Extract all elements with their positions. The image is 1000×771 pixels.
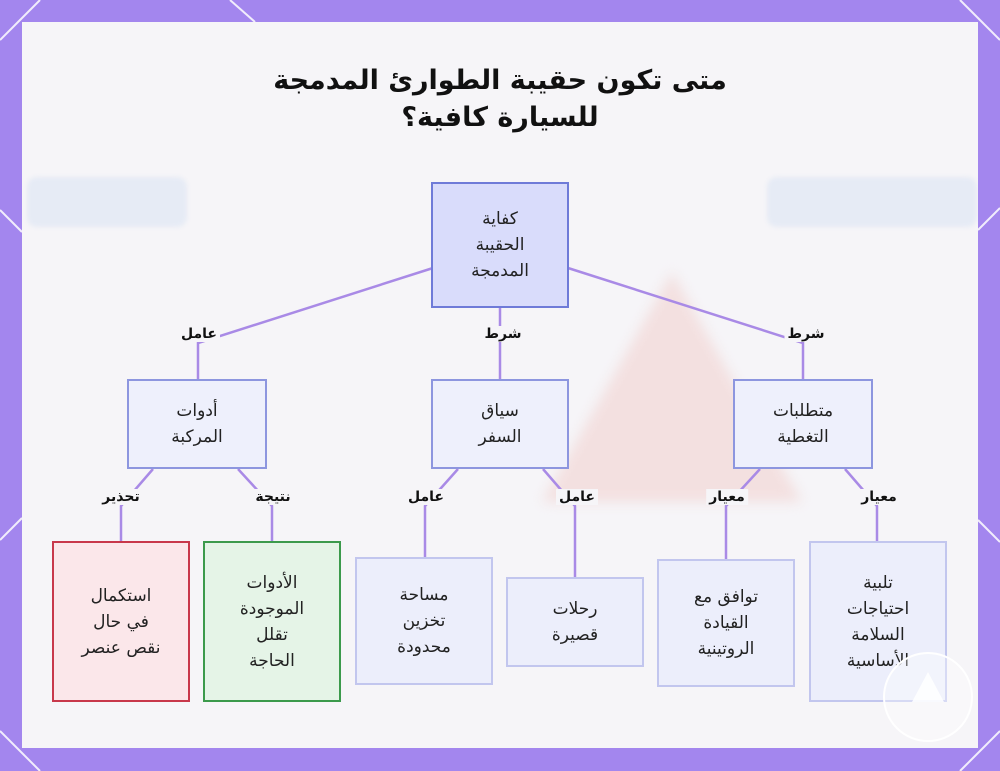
edge-label: نتيجة	[252, 489, 294, 505]
brand-logo-icon	[883, 652, 973, 742]
title-line-2: للسيارة كافية؟	[401, 102, 599, 133]
edge-vehicle-existing	[237, 468, 274, 542]
edge-label: عامل	[405, 489, 447, 505]
edge-coverage-routine	[724, 468, 761, 560]
edge-travel-short	[542, 468, 577, 578]
edge-label: شرط	[481, 326, 525, 342]
background-blur	[767, 177, 977, 227]
node-complete-if-missing: استكمال في حال نقص عنصر	[52, 541, 190, 702]
edge-label: معيار	[706, 489, 748, 505]
node-short-trips: رحلات قصيرة	[506, 577, 644, 667]
node-limited-storage: مساحة تخزين محدودة	[355, 557, 493, 685]
node-root: كفاية الحقيبة المدمجة	[431, 182, 569, 308]
edge-vehicle-complete	[119, 468, 154, 542]
edge-label: تحذير	[99, 489, 143, 505]
title-line-1: متى تكون حقيبة الطوارئ المدمجة	[273, 65, 727, 96]
edge-coverage-basic	[844, 468, 879, 542]
node-travel-context: سياق السفر	[431, 379, 569, 469]
background-blur	[27, 177, 187, 227]
node-vehicle-tools: أدوات المركبة	[127, 379, 267, 469]
edge-label: عامل	[178, 326, 220, 342]
edge-label: عامل	[556, 489, 598, 505]
node-routine-driving: توافق مع القيادة الروتينية	[657, 559, 795, 687]
edge-travel-storage	[423, 468, 459, 558]
diagram-title: متى تكون حقيبة الطوارئ المدمجة للسيارة ك…	[0, 62, 1000, 136]
node-coverage-requirements: متطلبات التغطية	[733, 379, 873, 469]
node-existing-tools: الأدوات الموجودة تقلل الحاجة	[203, 541, 341, 702]
warning-triangle-icon	[912, 672, 944, 702]
edge-label: معيار	[858, 489, 900, 505]
edge-root-vehicle-tools	[196, 266, 434, 380]
edge-root-coverage	[567, 266, 805, 380]
edge-label: شرط	[784, 326, 828, 342]
